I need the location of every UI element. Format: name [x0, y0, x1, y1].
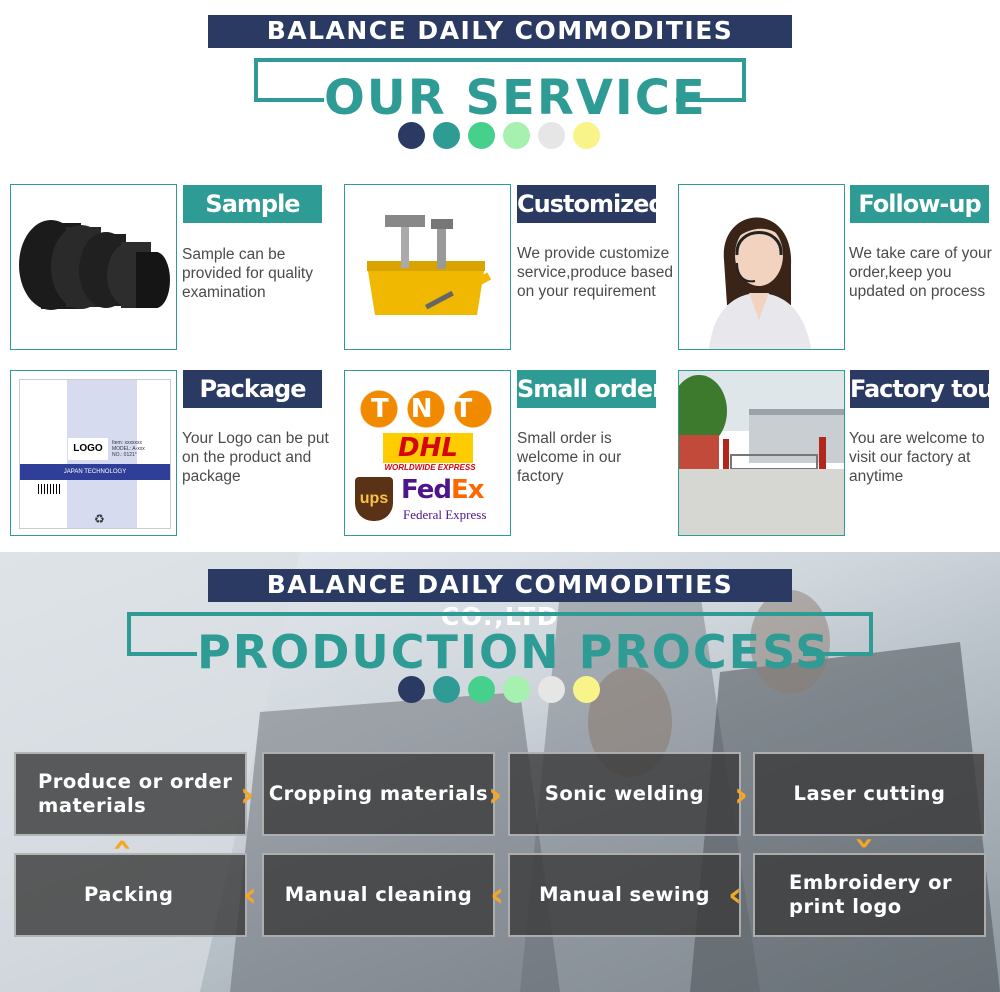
package-image: JAPAN TECHNOLOGY LOGO Item: xxxxxxx MODE… [10, 370, 177, 536]
tag-package: Package [183, 370, 322, 408]
dot [573, 122, 600, 149]
arrow-up-icon: › [101, 837, 142, 853]
section-title-our-service: OUR SERVICE [324, 70, 707, 126]
package-info-label: Item: xxxxxxx MODEL: A-xxx NO.: 0121° [112, 440, 145, 458]
package-band: JAPAN TECHNOLOGY [20, 464, 170, 480]
fedex-ex: Ex [450, 475, 485, 505]
frame-line [254, 98, 324, 102]
fedex-subtitle: Federal Express [403, 507, 487, 522]
step-label: Sonic welding [544, 782, 705, 805]
tag-factory-tour: Factory tour [850, 370, 989, 408]
tnt-logo: TNT [359, 389, 493, 429]
arrow-right-icon: › [240, 775, 255, 815]
dot [433, 122, 460, 149]
tag-customized: Customized [517, 185, 656, 223]
arrow-right-icon: › [488, 775, 503, 815]
arrow-left-icon: ‹ [243, 875, 258, 915]
service-title-frame [254, 58, 746, 102]
arrow-left-icon: ‹ [490, 875, 505, 915]
frame-line [803, 652, 873, 656]
tag-sample: Sample [183, 185, 322, 223]
fedex-logo: FedEx [401, 475, 485, 505]
toolbox-image [344, 184, 511, 350]
step-label: Laser cutting [793, 782, 946, 805]
desc-small-order: Small order is welcome in our factory [517, 430, 622, 485]
section-title-production-process: PRODUCTION PROCESS [197, 625, 831, 679]
arrow-down-icon: › [845, 835, 886, 851]
dot [538, 122, 565, 149]
step-label: Embroidery or print logo [789, 871, 953, 918]
desc-factory-tour: You are welcome to visit our factory at … [849, 430, 985, 485]
desc-customized: We provide customize service,produce bas… [517, 245, 673, 300]
package-logo-label: LOGO [68, 438, 108, 460]
fedex-fed: Fed [401, 475, 452, 505]
dot [398, 676, 425, 703]
step-laser-cutting: Laser cutting [753, 752, 986, 836]
dot [468, 122, 495, 149]
desc-follow-up: We take care of your order,keep you upda… [849, 245, 992, 300]
sample-image [10, 184, 177, 350]
step-packing: Packing [14, 853, 247, 937]
company-banner-bottom: BALANCE DAILY COMMODITIES CO.,LTD [208, 569, 792, 631]
step-sonic-welding: Sonic welding [508, 752, 741, 836]
process-dots [398, 676, 600, 703]
dot [538, 676, 565, 703]
step-manual-cleaning: Manual cleaning [262, 853, 495, 937]
dhl-logo: DHL [383, 433, 473, 463]
dot [398, 122, 425, 149]
arrow-right-icon: › [734, 775, 749, 815]
barcode-icon [38, 484, 60, 494]
step-label: Produce or order materials [38, 770, 233, 817]
tag-follow-up: Follow-up [850, 185, 989, 223]
dot [468, 676, 495, 703]
dot [503, 122, 530, 149]
frame-line [127, 652, 197, 656]
step-embroidery-or-print-logo: Embroidery or print logo [753, 853, 986, 937]
company-banner-top: BALANCE DAILY COMMODITIES CO.,LTD [208, 15, 792, 77]
service-dots [398, 122, 600, 149]
frame-line [676, 98, 746, 102]
step-label: Manual sewing [539, 883, 710, 906]
step-produce-or-order-materials: Produce or order materials [14, 752, 247, 836]
step-manual-sewing: Manual sewing [508, 853, 741, 937]
recycle-icon: ♻ [94, 512, 105, 526]
desc-package: Your Logo can be put on the product and … [182, 430, 329, 485]
dot [573, 676, 600, 703]
customer-service-image [678, 184, 845, 350]
dhl-subtitle: WORLDWIDE EXPRESS [384, 463, 476, 472]
step-label: Packing [84, 883, 174, 906]
tag-small-order: Small order [517, 370, 656, 408]
factory-image [678, 370, 845, 536]
dot [503, 676, 530, 703]
couriers-image: TNT DHL WORLDWIDE EXPRESS ups FedEx Fede… [344, 370, 511, 536]
arrow-left-icon: ‹ [728, 875, 743, 915]
desc-sample: Sample can be provided for quality exami… [182, 246, 313, 301]
process-title-frame [127, 612, 873, 656]
step-label: Manual cleaning [284, 883, 473, 906]
tnt-letters: TNT [359, 389, 493, 429]
dot [433, 676, 460, 703]
package-box-drawing: JAPAN TECHNOLOGY LOGO Item: xxxxxxx MODE… [19, 379, 171, 529]
step-cropping-materials: Cropping materials [262, 752, 495, 836]
step-label: Cropping materials [268, 782, 489, 805]
ups-logo: ups [355, 477, 393, 521]
